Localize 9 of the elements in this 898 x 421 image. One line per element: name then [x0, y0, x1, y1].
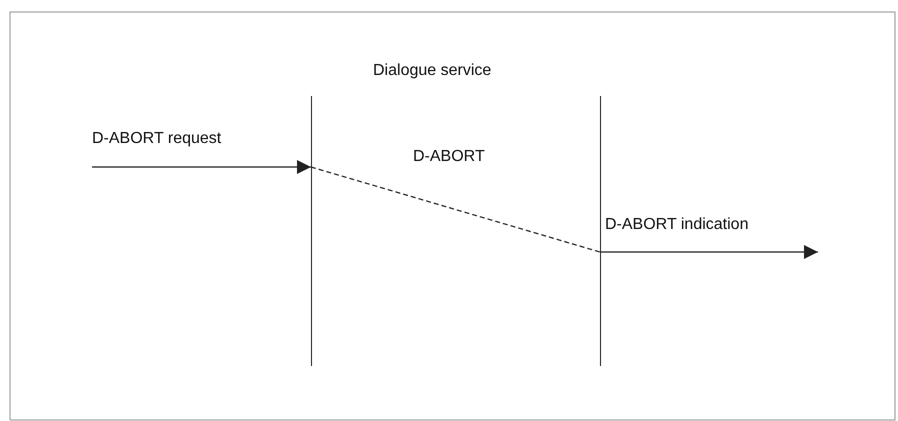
diagram-title: Dialogue service — [373, 62, 492, 80]
message-arrow — [92, 160, 311, 174]
message-label: D-ABORT indication — [605, 216, 748, 234]
lifeline — [600, 96, 601, 366]
dashed-message-line — [310, 166, 600, 253]
message-label: D-ABORT — [413, 148, 485, 166]
message-arrow — [600, 245, 818, 259]
lifeline — [311, 96, 312, 366]
message-label: D-ABORT request — [92, 130, 222, 148]
